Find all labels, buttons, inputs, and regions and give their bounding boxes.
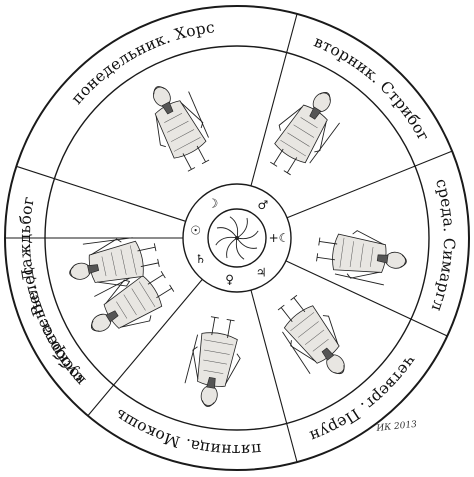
hub-inner-ring	[207, 208, 267, 268]
deity-figure-friday	[184, 316, 241, 407]
deity-figure-monday	[153, 86, 210, 172]
sector-divider	[250, 13, 298, 186]
deity-figure-sunday	[69, 237, 160, 287]
sector-divider	[16, 165, 186, 222]
sector-divider	[87, 279, 203, 417]
venus-icon: ♀	[225, 272, 234, 286]
sun-icon: ☉	[190, 224, 201, 238]
deity-figure-wednesday	[316, 230, 407, 286]
day-label-thursday: четверг. Перун	[307, 352, 420, 446]
solar-swirl-icon	[215, 216, 259, 260]
planet-symbols: ☽ ♂ +☾ ♃ ♀ ♄ ☉	[190, 197, 289, 287]
mercury-icon: +☾	[269, 231, 290, 245]
sector-divider	[250, 290, 298, 463]
mars-icon: ♂	[257, 198, 268, 212]
moon-crescent-icon: ☽	[208, 197, 219, 211]
sector-divider	[285, 260, 448, 337]
day-label-friday: пятница. Мокошь	[112, 405, 262, 459]
sector-divider	[286, 150, 453, 219]
saturn-icon: ♄	[195, 252, 206, 266]
deity-figure-tuesday	[270, 92, 340, 176]
deity-figure-thursday	[277, 294, 345, 375]
sector-dividers	[5, 13, 453, 463]
deity-figure-saturday	[91, 271, 175, 332]
jupiter-icon: ♃	[256, 265, 267, 279]
deity-figures	[69, 86, 407, 407]
day-label-wednesday: среда. Симаргл	[428, 177, 458, 314]
day-label-monday: понедельник. Хорс	[68, 18, 216, 108]
